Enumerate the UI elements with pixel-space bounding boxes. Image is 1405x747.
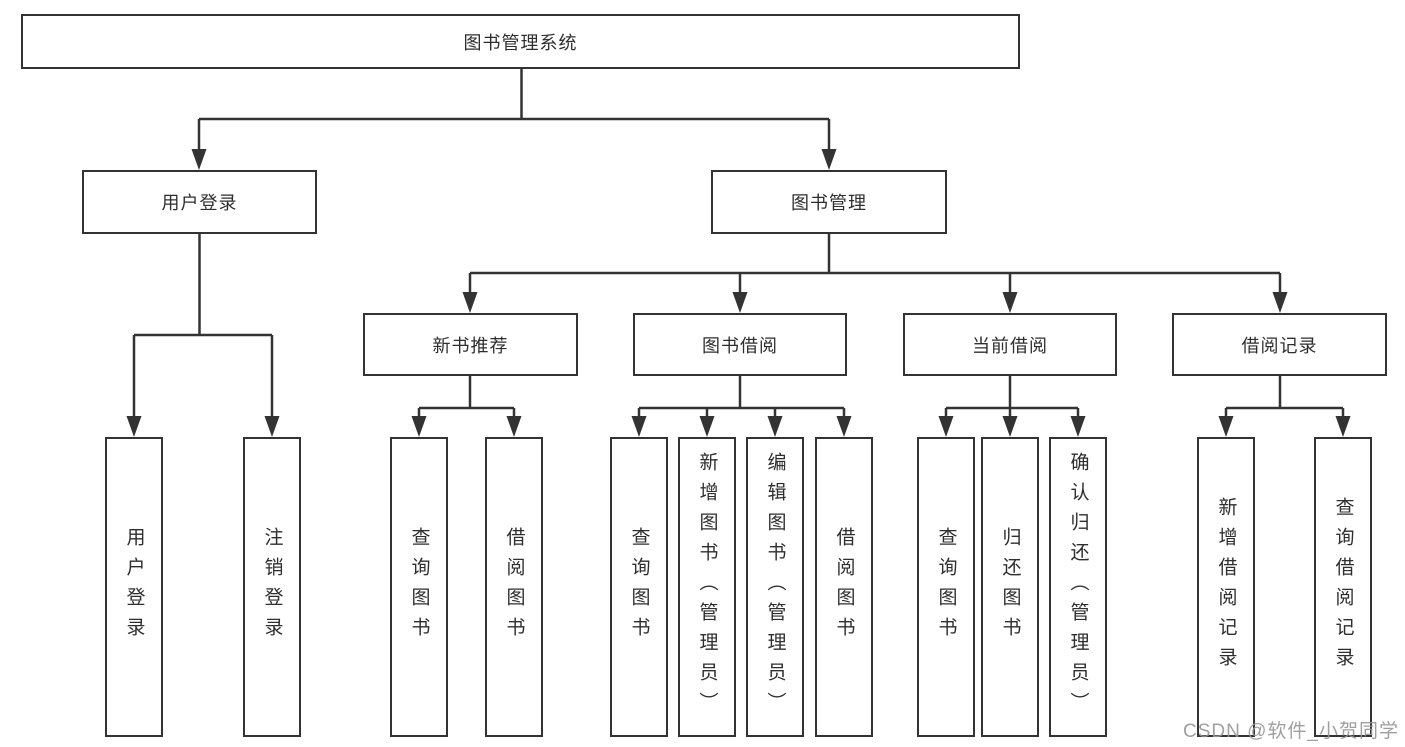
arrow-down-icon	[191, 149, 207, 170]
leaf-add-borrow-record: 新增借阅记录	[1197, 437, 1255, 737]
arrow-down-icon	[836, 416, 852, 437]
arrow-down-icon	[938, 416, 954, 437]
arrowheads	[126, 149, 1351, 437]
leaf-return-books: 归还图书	[981, 437, 1039, 737]
arrow-down-icon	[126, 416, 142, 437]
arrow-down-icon	[732, 292, 748, 313]
leaf-confirm-return-admin: 确认归还（管理员）	[1049, 437, 1107, 737]
leaf-edit-books-admin: 编辑图书（管理员）	[746, 437, 804, 737]
arrow-down-icon	[631, 416, 647, 437]
connector-borrowing-records	[1224, 376, 1345, 420]
connector-book-management	[468, 234, 1282, 295]
arrow-down-icon	[1335, 416, 1351, 437]
arrow-down-icon	[767, 416, 783, 437]
arrow-down-icon	[699, 416, 715, 437]
arrow-down-icon	[821, 149, 837, 170]
arrow-down-icon	[1272, 292, 1288, 313]
node-current-borrowing: 当前借阅	[903, 313, 1117, 376]
connector-book-borrowing	[637, 376, 846, 420]
arrow-down-icon	[1002, 416, 1018, 437]
arrow-down-icon	[1070, 416, 1086, 437]
node-new-book-recommendation: 新书推荐	[363, 313, 578, 376]
connector-user-login	[132, 234, 274, 420]
connector-root	[197, 69, 831, 152]
arrow-down-icon	[1002, 292, 1018, 313]
leaf-user-login: 用户登录	[105, 437, 163, 737]
node-library-management-system: 图书管理系统	[21, 14, 1020, 69]
node-book-management: 图书管理	[711, 170, 947, 234]
csdn-watermark: CSDN @软件_小贺同学	[1183, 721, 1399, 742]
connector-current-borrowing	[944, 376, 1080, 420]
leaf-query-books-current: 查询图书	[917, 437, 975, 737]
leaf-borrow-books-recommend: 借阅图书	[485, 437, 543, 737]
arrow-down-icon	[411, 416, 427, 437]
node-book-borrowing: 图书借阅	[633, 313, 847, 376]
arrow-down-icon	[264, 416, 280, 437]
connector-new-book	[417, 376, 516, 420]
leaf-borrow-books: 借阅图书	[815, 437, 873, 737]
arrow-down-icon	[1218, 416, 1234, 437]
leaf-query-books-recommend: 查询图书	[390, 437, 448, 737]
node-borrowing-records: 借阅记录	[1172, 313, 1387, 376]
node-user-login: 用户登录	[82, 170, 317, 234]
leaf-query-books-borrowing: 查询图书	[610, 437, 668, 737]
arrow-down-icon	[506, 416, 522, 437]
leaf-logout: 注销登录	[243, 437, 301, 737]
leaf-add-books-admin: 新增图书（管理员）	[678, 437, 736, 737]
arrow-down-icon	[462, 292, 478, 313]
leaf-query-borrow-record: 查询借阅记录	[1314, 437, 1372, 737]
